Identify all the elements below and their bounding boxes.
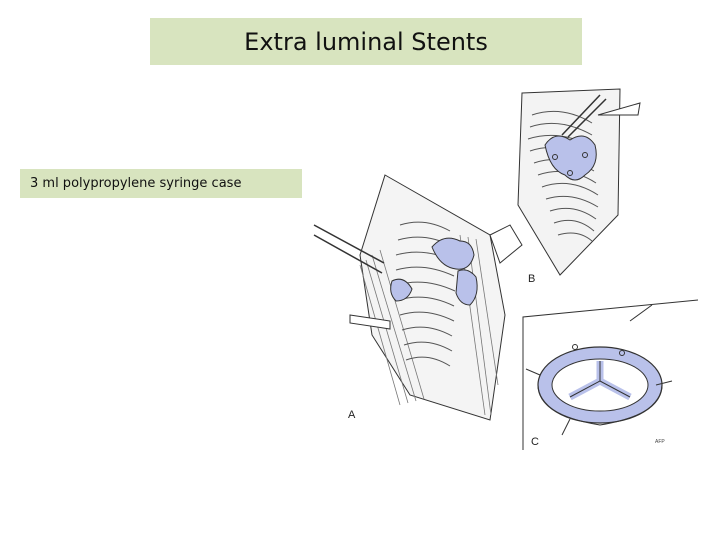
caption-text: 3 ml polypropylene syringe case	[30, 176, 242, 191]
title-box: Extra luminal Stents	[150, 18, 582, 65]
panel-label-a: A	[348, 409, 356, 421]
artist-signature: AFP	[655, 439, 665, 445]
surgical-illustration: B A C AFP	[313, 88, 699, 450]
panel-b-drawing	[517, 88, 641, 276]
panel-label-b: B	[528, 273, 535, 285]
caption-box: 3 ml polypropylene syringe case	[20, 169, 302, 198]
panel-c-drawing	[522, 299, 699, 450]
panel-a-drawing	[313, 174, 523, 421]
slide-title: Extra luminal Stents	[244, 27, 488, 56]
panel-label-c: C	[531, 436, 539, 448]
